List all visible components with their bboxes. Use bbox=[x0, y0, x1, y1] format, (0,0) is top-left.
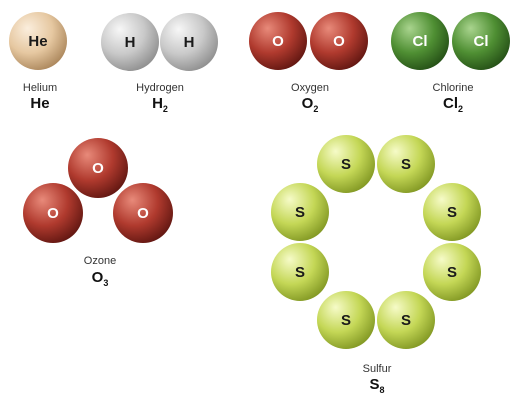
ozone-atom-sphere bbox=[113, 183, 173, 243]
hydrogen-formula-symbol: H bbox=[152, 95, 163, 112]
helium-atom: He bbox=[9, 12, 67, 70]
sulfur-atom-sphere bbox=[317, 135, 375, 193]
sulfur-atom-sphere bbox=[423, 183, 481, 241]
sulfur-atom-symbol: S bbox=[401, 312, 411, 329]
sulfur-name-label: Sulfur bbox=[363, 363, 392, 375]
sulfur-formula-label: S8 bbox=[369, 376, 384, 395]
oxygen-atom-symbol: O bbox=[272, 33, 284, 50]
hydrogen-atom-symbol: H bbox=[184, 34, 195, 51]
chlorine-atom: Cl bbox=[452, 12, 510, 70]
hydrogen-atom-sphere bbox=[160, 13, 218, 71]
hydrogen-formula-subscript: 2 bbox=[163, 104, 168, 114]
helium-atom-symbol: He bbox=[28, 33, 47, 50]
hydrogen-name-label: Hydrogen bbox=[136, 82, 184, 94]
sulfur-atom-sphere bbox=[423, 243, 481, 301]
chlorine-atom-symbol: Cl bbox=[413, 33, 428, 50]
oxygen-formula-subscript: 2 bbox=[313, 104, 318, 114]
sulfur-atom-symbol: S bbox=[295, 204, 305, 221]
chlorine-atom-sphere bbox=[391, 12, 449, 70]
oxygen-formula-label: O2 bbox=[302, 95, 319, 114]
ozone-atom: O bbox=[113, 183, 173, 243]
sulfur-atom-sphere bbox=[377, 291, 435, 349]
sulfur-atom: S bbox=[271, 183, 329, 241]
sulfur-atom: S bbox=[423, 183, 481, 241]
hydrogen-atom-symbol: H bbox=[125, 34, 136, 51]
sulfur-atom-sphere bbox=[317, 291, 375, 349]
chlorine-formula-subscript: 2 bbox=[458, 104, 463, 114]
ozone-atom: O bbox=[23, 183, 83, 243]
ozone-formula-symbol: O bbox=[92, 269, 104, 286]
ozone-atom: O bbox=[68, 138, 128, 198]
ozone-formula-label: O3 bbox=[92, 269, 109, 288]
chlorine-name-label: Chlorine bbox=[433, 82, 474, 94]
sulfur-atom-symbol: S bbox=[295, 264, 305, 281]
chlorine-atom: Cl bbox=[391, 12, 449, 70]
hydrogen-formula-label: H2 bbox=[152, 95, 168, 114]
sulfur-atom-symbol: S bbox=[341, 312, 351, 329]
oxygen-atom: O bbox=[249, 12, 307, 70]
sulfur-formula-subscript: 8 bbox=[380, 385, 385, 395]
oxygen-atom-sphere bbox=[249, 12, 307, 70]
ozone-formula-subscript: 3 bbox=[103, 278, 108, 288]
chlorine-atom-symbol: Cl bbox=[474, 33, 489, 50]
ozone-atom-symbol: O bbox=[137, 205, 149, 222]
helium-formula-label: He bbox=[30, 95, 49, 112]
oxygen-atom: O bbox=[310, 12, 368, 70]
sulfur-atom-sphere bbox=[271, 243, 329, 301]
sulfur-atom-symbol: S bbox=[447, 264, 457, 281]
sulfur-atom: S bbox=[271, 243, 329, 301]
hydrogen-atom: H bbox=[160, 13, 218, 71]
sulfur-atom-sphere bbox=[377, 135, 435, 193]
oxygen-atom-symbol: O bbox=[333, 33, 345, 50]
chlorine-atom-sphere bbox=[452, 12, 510, 70]
oxygen-atom-sphere bbox=[310, 12, 368, 70]
hydrogen-atom: H bbox=[101, 13, 159, 71]
sulfur-atom: S bbox=[377, 135, 435, 193]
ozone-atom-symbol: O bbox=[92, 160, 104, 177]
sulfur-atom-symbol: S bbox=[341, 156, 351, 173]
helium-name-label: Helium bbox=[23, 82, 57, 94]
chlorine-formula-label: Cl2 bbox=[443, 95, 463, 114]
sulfur-atom: S bbox=[317, 291, 375, 349]
sulfur-atom: S bbox=[317, 135, 375, 193]
sulfur-atom-symbol: S bbox=[401, 156, 411, 173]
sulfur-atom: S bbox=[377, 291, 435, 349]
helium-atom-sphere bbox=[9, 12, 67, 70]
sulfur-atom-sphere bbox=[271, 183, 329, 241]
sulfur-formula-symbol: S bbox=[369, 376, 379, 393]
oxygen-formula-symbol: O bbox=[302, 95, 314, 112]
ozone-atom-symbol: O bbox=[47, 205, 59, 222]
sulfur-atom-symbol: S bbox=[447, 204, 457, 221]
ozone-name-label: Ozone bbox=[84, 255, 116, 267]
ozone-atom-sphere bbox=[23, 183, 83, 243]
helium-formula-symbol: He bbox=[30, 95, 49, 112]
oxygen-name-label: Oxygen bbox=[291, 82, 329, 94]
ozone-atom-sphere bbox=[68, 138, 128, 198]
sulfur-atom: S bbox=[423, 243, 481, 301]
hydrogen-atom-sphere bbox=[101, 13, 159, 71]
chlorine-formula-symbol: Cl bbox=[443, 95, 458, 112]
